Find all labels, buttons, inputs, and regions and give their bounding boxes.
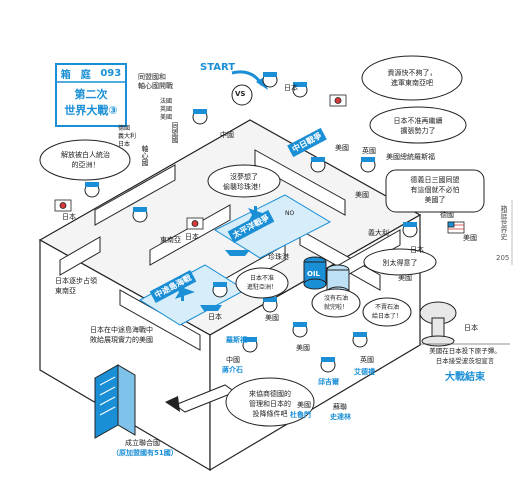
churchill-label: 邱吉爾 bbox=[318, 378, 339, 386]
us-label-2: 美國 bbox=[355, 191, 369, 199]
us-label-3: 美國 bbox=[463, 234, 477, 242]
vs-badge bbox=[231, 84, 253, 106]
end-caption: 美國在日本投下原子彈。 日本接受波茨坦宣言 bbox=[429, 347, 501, 365]
side-vertical-label: 箱庭世界史 bbox=[500, 205, 508, 240]
header-box-label: 箱 庭 bbox=[60, 70, 91, 81]
us-label-6: 美國 bbox=[296, 344, 310, 352]
bubble-pearl: 沒夢想了 偷襲珍珠港！ bbox=[223, 173, 265, 191]
italy-label: 義大利 bbox=[368, 229, 389, 237]
axis-sign: 軸心國 bbox=[141, 145, 149, 166]
un-building-icon bbox=[94, 364, 136, 439]
japan-label-6: 日本 bbox=[464, 324, 478, 332]
header-title-line1: 第二次 bbox=[74, 88, 108, 101]
midway-caption: 日本在中途島海戰中 敗給展現實力的美國 bbox=[90, 326, 153, 344]
bubble-no-oil-jp: 不賣石油 給日本了！ bbox=[371, 304, 402, 320]
header-number: 093 bbox=[100, 68, 122, 79]
speech-bubbles bbox=[39, 55, 485, 427]
bubble-china-ok: 日本不准 進駐亞洲！ bbox=[246, 275, 277, 291]
pearl-harbor-water bbox=[213, 194, 332, 259]
uk-label-1: 英國 bbox=[362, 147, 376, 155]
us-label-1: 美國 bbox=[335, 144, 349, 152]
japan-label-2: 日本 bbox=[62, 213, 76, 221]
soviet-label: 蘇聯 bbox=[333, 403, 347, 411]
attlee-label: 艾德禮 bbox=[354, 368, 375, 376]
japan-label-3: 日本 bbox=[185, 233, 199, 241]
allies-sign: 同盟國 bbox=[171, 122, 179, 143]
soldier-figures bbox=[84, 72, 418, 373]
start-label: START bbox=[200, 62, 236, 73]
un-caption: 成立聯合國 bbox=[125, 439, 160, 447]
bubble-no-expand: 日本不准再繼續 擴張勢力了 bbox=[393, 117, 443, 135]
de-it-jp-label: 德國 義大利 日本 bbox=[118, 125, 137, 148]
us-label-5: 美國 bbox=[265, 314, 279, 322]
oil-label: OIL bbox=[307, 270, 321, 278]
no-label: NO bbox=[285, 210, 295, 217]
header-box bbox=[55, 63, 127, 127]
mushroom-cloud-icon bbox=[419, 301, 457, 347]
truman-label: 杜魯門 bbox=[290, 411, 311, 419]
flag-japan-icon bbox=[54, 94, 347, 230]
bubble-potsdam: 來協商德國的 管理和日本的 投降條件吧 bbox=[249, 390, 291, 418]
us-label-4: 美國 bbox=[398, 274, 412, 282]
uk-label-2: 英國 bbox=[360, 356, 374, 364]
flag-us-icon bbox=[447, 221, 465, 234]
east-asia-label: 東南亞 bbox=[160, 236, 181, 244]
chiang-label: 蔣介石 bbox=[222, 366, 243, 374]
end-title: 大戰結束 bbox=[445, 372, 485, 383]
japan-label-1: 日本 bbox=[284, 84, 298, 92]
japan-label-5: 日本 bbox=[208, 313, 222, 321]
header-title: 第二次 世界大戰③ bbox=[56, 87, 126, 119]
asian-unity-bubble: 解放被白人統治 的亞洲！ bbox=[61, 151, 110, 169]
page-number: 205 bbox=[496, 254, 510, 262]
ship-icon bbox=[200, 250, 250, 311]
un-sub-caption: （原加盟國有51國） bbox=[112, 449, 178, 457]
us-label-7: 美國 bbox=[297, 401, 311, 409]
bubble-no-oil: 沒有石油 就完啦！ bbox=[323, 295, 348, 311]
japan-occupy-caption: 日本逐步占領 東南亞 bbox=[55, 277, 97, 295]
header-title-line2: 世界大戰③ bbox=[64, 104, 118, 117]
japan-label-4: 日本 bbox=[410, 246, 424, 254]
stalin-label: 史達林 bbox=[330, 413, 351, 421]
china-label-2: 中國 bbox=[226, 356, 240, 364]
roosevelt-label: 羅斯福 bbox=[226, 336, 247, 344]
germany-label: 德國 bbox=[440, 211, 454, 219]
vs-label: VS bbox=[235, 90, 246, 98]
bubble-tripartite: 德義日三國同盟 有這個就不必怕 美國了 bbox=[410, 176, 460, 204]
allies-axis-label: 同盟國和 軸心國開戰 bbox=[138, 73, 173, 90]
fr-uk-us-label: 法國 英國 美國 bbox=[160, 98, 173, 121]
china-label-1: 中國 bbox=[220, 131, 234, 139]
bubble-resources: 資源快不夠了， 進軍東南亞吧 bbox=[387, 69, 437, 87]
bubble-dont-bully: 別太得意了 bbox=[382, 259, 418, 267]
pearl-harbor-label: 珍珠港 bbox=[268, 253, 289, 261]
us-roosevelt-label: 美國總統羅斯福 bbox=[386, 153, 435, 161]
header-box-top: 箱 庭 093 bbox=[56, 65, 126, 82]
